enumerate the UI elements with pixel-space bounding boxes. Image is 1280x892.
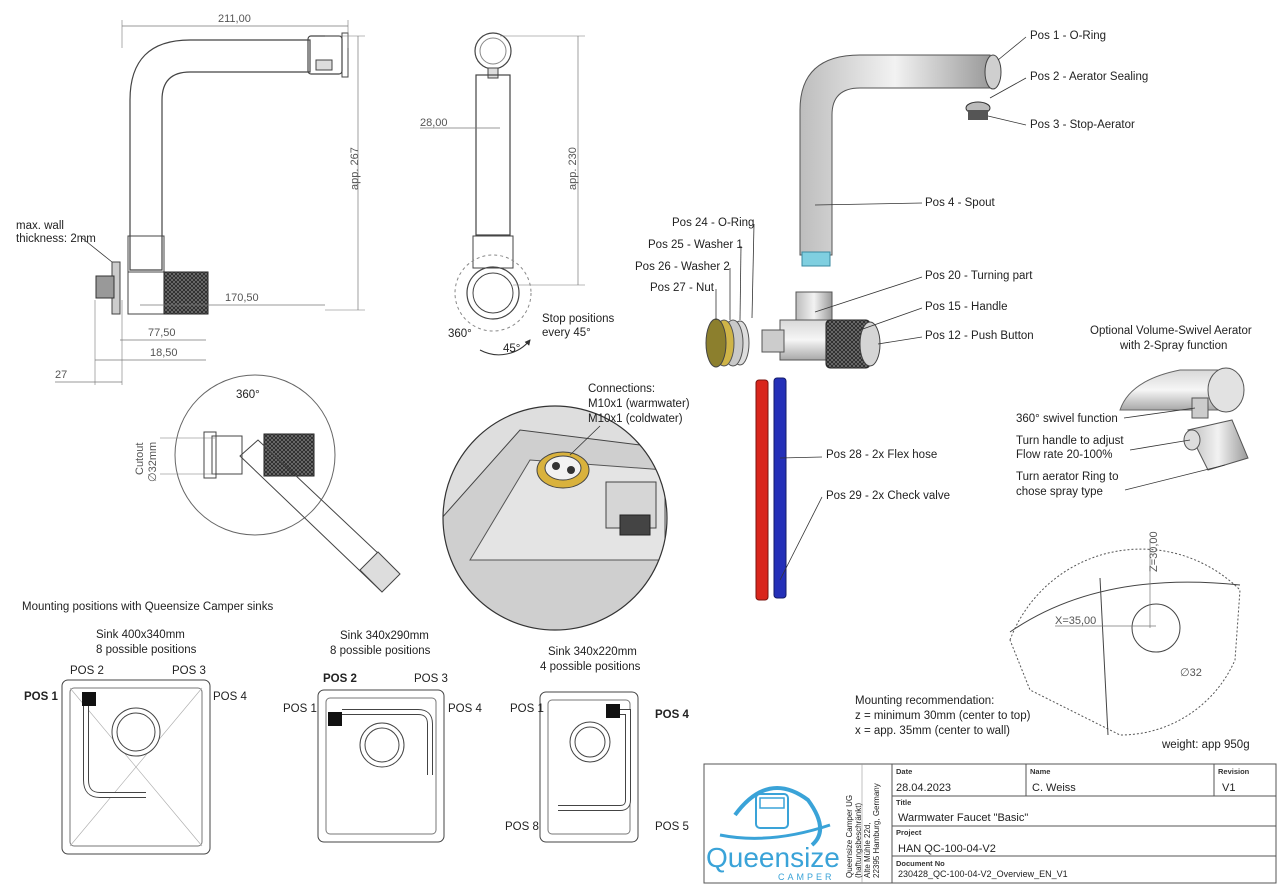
- dim-height: app. 267: [349, 147, 361, 190]
- dim-body: 77,50: [148, 327, 176, 339]
- part-label-pos26: Pos 26 - Washer 2: [635, 261, 730, 273]
- part-label-pos28: Pos 28 - 2x Flex hose: [826, 449, 937, 461]
- date-caption: Date: [896, 767, 912, 776]
- rec-x-dim: X=35,00: [1055, 615, 1096, 627]
- title-value: Warmwater Faucet "Basic": [898, 812, 1028, 824]
- company-line1: Queensize Camper UG: [845, 795, 854, 878]
- optional-title-line2: with 2-Spray function: [1119, 340, 1227, 352]
- wall-note-line1: max. wall: [16, 220, 64, 232]
- front-angle: 45°: [503, 343, 520, 355]
- logo-subtitle: CAMPER: [778, 872, 835, 882]
- sink1-positions: 8 possible positions: [96, 644, 197, 656]
- part-label-pos12: Pos 12 - Push Button: [925, 330, 1034, 342]
- part-label-pos3: Pos 3 - Stop-Aerator: [1030, 119, 1135, 131]
- stop-note-line1: Stop positions: [542, 313, 614, 325]
- sink2-name: Sink 340x290mm: [340, 630, 429, 642]
- rec-title: Mounting recommendation:: [855, 695, 994, 707]
- title-block: Queensize CAMPER Queensize Camper UG (ha…: [703, 763, 1277, 884]
- dim-nut: 27: [55, 369, 67, 381]
- front-rotation: 360°: [448, 328, 472, 340]
- dim-reach: 170,50: [225, 292, 259, 304]
- sink1-pos3: POS 3: [172, 665, 206, 677]
- dim-front-diameter: 28,00: [420, 117, 448, 129]
- company-line3: Alte Mühle 22d,: [863, 822, 872, 878]
- cutout-label: Cutout: [134, 443, 146, 475]
- sink2-positions: 8 possible positions: [330, 645, 431, 657]
- sink1-name: Sink 400x340mm: [96, 629, 185, 641]
- sink3-pos4: POS 4: [655, 709, 689, 721]
- sink2-pos4: POS 4: [448, 703, 482, 715]
- dim-thread: 18,50: [150, 347, 178, 359]
- document-value: 230428_QC-100-04-V2_Overview_EN_V1: [898, 869, 1068, 879]
- cutout-dim: ∅32mm: [147, 442, 159, 482]
- hot-hose: [755, 379, 769, 601]
- wall-note-line2: thickness: 2mm: [16, 233, 96, 245]
- optional-aerator: Optional Volume-Swivel Aerator with 2-Sp…: [1016, 325, 1252, 498]
- date-value: 28.04.2023: [896, 782, 951, 794]
- part-label-pos4: Pos 4 - Spout: [925, 197, 995, 209]
- optional-note3-line1: Turn aerator Ring to: [1016, 471, 1118, 483]
- document-caption: Document No: [896, 859, 945, 868]
- revision-caption: Revision: [1218, 767, 1250, 776]
- front-view: 28,00 app. 230 360° 45° Stop positions e…: [420, 32, 614, 356]
- logo-wordmark: Queensize: [706, 842, 840, 873]
- top-rotation: 360°: [236, 389, 260, 401]
- rec-line2: x = app. 35mm (center to wall): [855, 725, 1010, 737]
- part-label-pos2: Pos 2 - Aerator Sealing: [1030, 71, 1148, 83]
- name-caption: Name: [1030, 767, 1050, 776]
- name-value: C. Weiss: [1032, 782, 1076, 794]
- cold-hose: [773, 377, 787, 599]
- part-labels: Pos 1 - O-Ring Pos 2 - Aerator Sealing P…: [635, 30, 1148, 502]
- rec-line1: z = minimum 30mm (center to top): [855, 710, 1031, 722]
- mounting-section: Mounting positions with Queensize Camper…: [22, 601, 689, 855]
- dim-width: 211,00: [218, 13, 251, 25]
- optional-note2-line1: Turn handle to adjust: [1016, 435, 1124, 447]
- part-label-pos25: Pos 25 - Washer 1: [648, 239, 743, 251]
- sink2-pos3: POS 3: [414, 673, 448, 685]
- rec-d-dim: ∅32: [1180, 667, 1202, 679]
- connections-line1: M10x1 (warmwater): [588, 398, 690, 410]
- project-caption: Project: [896, 828, 922, 837]
- part-label-pos27: Pos 27 - Nut: [650, 282, 715, 294]
- weight-label: weight: app 950g: [1161, 739, 1250, 751]
- rec-z-dim: Z=30,00: [1148, 531, 1160, 572]
- company-line4: 22395 Hamburg, Germany: [872, 783, 881, 878]
- stop-note-line2: every 45°: [542, 327, 591, 339]
- sink3-pos8: POS 8: [505, 821, 539, 833]
- sink3-pos5: POS 5: [655, 821, 689, 833]
- sink1-pos2: POS 2: [70, 665, 104, 677]
- side-view: 211,00 app. 267 170,50 77,50 18,50 27 ma…: [16, 13, 365, 385]
- company-line2: (haftungsbeschränkt): [854, 803, 863, 878]
- part-label-pos15: Pos 15 - Handle: [925, 301, 1007, 313]
- top-view: 360° Cutout ∅32mm: [134, 374, 401, 593]
- connections-line2: M10x1 (coldwater): [588, 413, 683, 425]
- optional-note3-line2: chose spray type: [1016, 486, 1103, 498]
- sink2-pos1: POS 1: [283, 703, 317, 715]
- title-caption: Title: [896, 798, 911, 807]
- dim-front-height: app. 230: [567, 147, 579, 190]
- project-value: HAN QC-100-04-V2: [898, 843, 996, 855]
- sink1-pos1: POS 1: [24, 691, 58, 703]
- sink3-positions: 4 possible positions: [540, 661, 641, 673]
- mounting-title: Mounting positions with Queensize Camper…: [22, 601, 273, 613]
- part-label-pos1: Pos 1 - O-Ring: [1030, 30, 1106, 42]
- optional-note2-line2: Flow rate 20-100%: [1016, 449, 1113, 461]
- connections-title: Connections:: [588, 383, 655, 395]
- part-label-pos29: Pos 29 - 2x Check valve: [826, 490, 950, 502]
- sink2-pos2: POS 2: [323, 673, 357, 685]
- optional-title-line1: Optional Volume-Swivel Aerator: [1090, 325, 1252, 337]
- recommendation-detail: Z=30,00 X=35,00 ∅32 Mounting recommendat…: [855, 531, 1250, 751]
- optional-note1: 360° swivel function: [1016, 413, 1118, 425]
- connections-detail: Connections: M10x1 (warmwater) M10x1 (co…: [442, 383, 690, 631]
- part-label-pos24: Pos 24 - O-Ring: [672, 217, 754, 229]
- sink3-name: Sink 340x220mm: [548, 646, 637, 658]
- sink3-pos1: POS 1: [510, 703, 544, 715]
- part-label-pos20: Pos 20 - Turning part: [925, 270, 1033, 282]
- exploded-view: [705, 36, 1027, 601]
- sink1-pos4: POS 4: [213, 691, 247, 703]
- revision-value: V1: [1222, 782, 1235, 794]
